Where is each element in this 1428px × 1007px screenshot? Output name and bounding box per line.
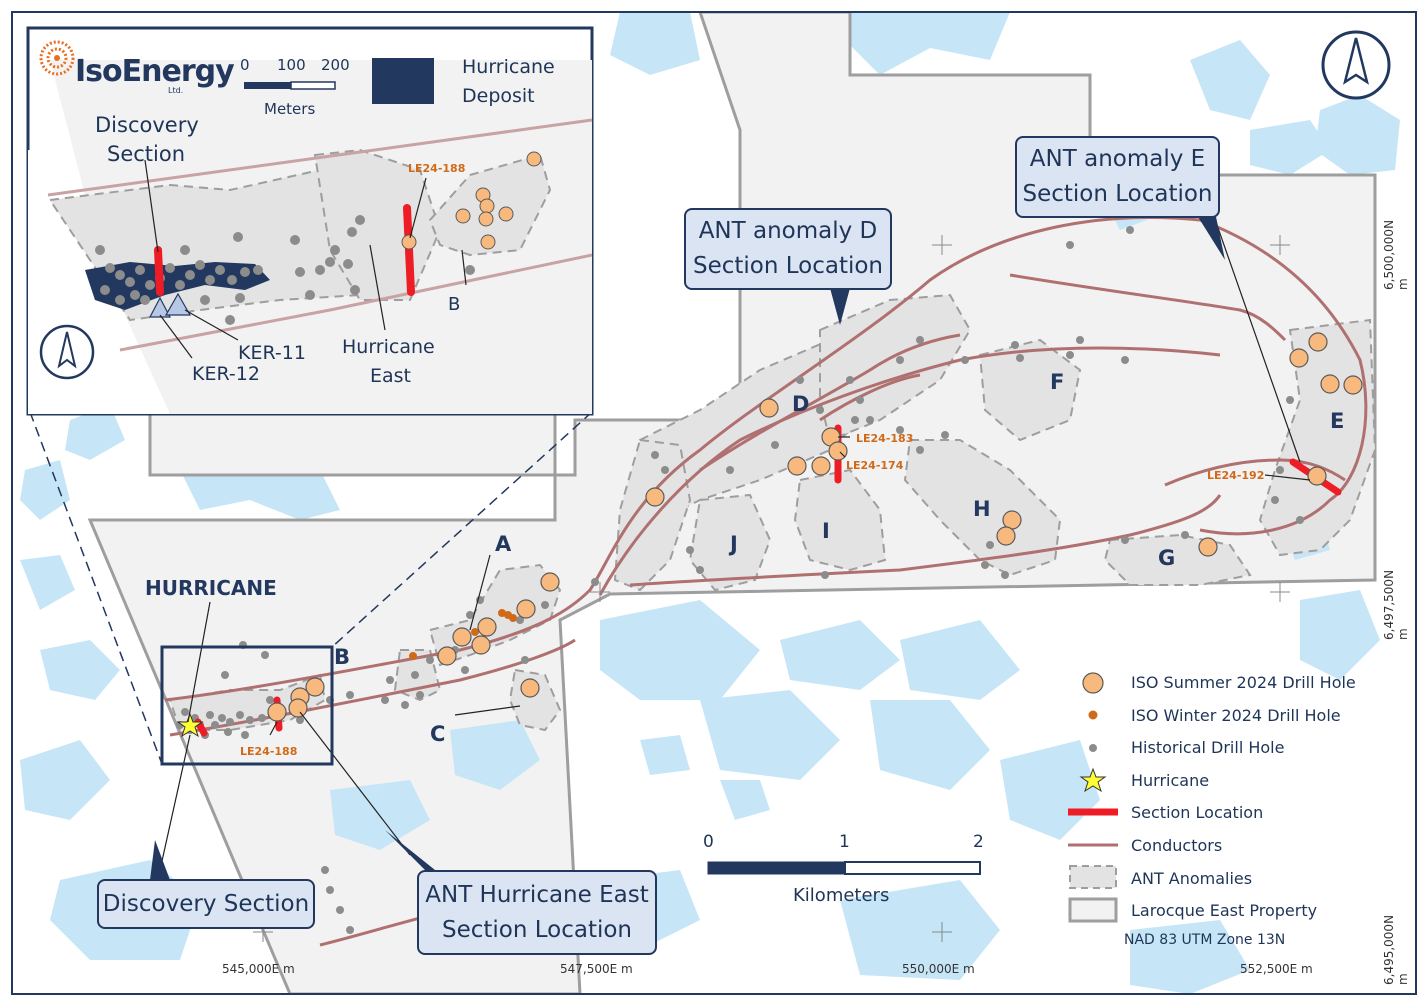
anomaly-e: E: [1330, 409, 1345, 433]
legend-summer: ISO Summer 2024 Drill Hole: [1131, 673, 1356, 692]
inset-hole-label: LE24-188: [408, 162, 466, 175]
anomaly-d: D: [792, 392, 810, 416]
inset-scale-unit: Meters: [264, 100, 316, 118]
inset-map: [26, 26, 594, 416]
easting-550000: 550,000E m: [902, 962, 975, 976]
ker11-label: KER-11: [238, 342, 306, 364]
scale-unit: Kilometers: [793, 885, 890, 906]
anomaly-b: B: [334, 645, 351, 669]
scale-tick-0: 0: [703, 832, 714, 852]
legend-conductors: Conductors: [1131, 836, 1223, 855]
callout-discovery: Discovery Section: [97, 879, 315, 929]
hole-le24-192: LE24-192: [1207, 469, 1265, 482]
inset-scale-tick-1: 100: [277, 56, 306, 74]
anomaly-j: J: [730, 532, 738, 556]
anomaly-c: C: [430, 722, 446, 746]
northing-6495000: 6,495,000N m: [1382, 914, 1410, 985]
anomaly-i: I: [822, 519, 830, 543]
inset-scale-tick-0: 0: [240, 56, 250, 74]
callout-pointers: [150, 212, 1225, 880]
ant-anomalies: [168, 293, 1377, 732]
anomaly-h: H: [973, 497, 991, 521]
discovery-label-1: Discovery: [95, 113, 199, 137]
easting-552500: 552,500E m: [1240, 962, 1313, 976]
legend-property: Larocque East Property: [1131, 901, 1318, 920]
easting-545000: 545,000E m: [222, 962, 295, 976]
legend-section: Section Location: [1131, 803, 1264, 822]
anomaly-g: G: [1158, 546, 1176, 570]
conductors: [164, 216, 1368, 947]
brand-name: IsoEnergy: [75, 54, 235, 89]
legend-symbols: [1068, 672, 1118, 923]
deposit-label-2: Deposit: [462, 85, 535, 107]
legend-anomalies: ANT Anomalies: [1131, 869, 1253, 888]
inset-b-label: B: [448, 294, 461, 315]
hurricane-label: HURRICANE: [145, 576, 277, 600]
hole-le24-183: LE24-183: [856, 432, 914, 445]
legend-historical: Historical Drill Hole: [1131, 738, 1285, 757]
scale-tick-1: 1: [839, 832, 850, 852]
hurricane-east-label-1: Hurricane: [342, 336, 435, 358]
northing-6500000: 6,500,000N m: [1382, 219, 1410, 290]
summer-drill-holes: [267, 332, 1363, 722]
inset-locator-box: [160, 645, 334, 766]
inset-north-arrow-icon: [39, 324, 95, 380]
map-frame: [11, 11, 1417, 995]
logo-mark-icon: [39, 40, 75, 76]
hole-le24-188: LE24-188: [240, 745, 298, 758]
legend-hurricane: Hurricane: [1131, 771, 1210, 790]
inset-scale-tick-2: 200: [321, 56, 350, 74]
scale-bar: [707, 861, 981, 875]
star-icon: [176, 712, 204, 738]
brand-sub: Ltd.: [168, 86, 184, 95]
legend-projection: NAD 83 UTM Zone 13N: [1124, 932, 1286, 948]
north-arrow-icon: [1321, 30, 1391, 100]
easting-547500: 547,500E m: [560, 962, 633, 976]
hole-le24-174: LE24-174: [846, 459, 904, 472]
anomaly-a: A: [495, 532, 512, 556]
scale-tick-2: 2: [973, 832, 984, 852]
anomaly-f: F: [1050, 370, 1065, 394]
deposit-label-1: Hurricane: [462, 56, 555, 78]
leader-lines: [159, 204, 1311, 871]
ker12-label: KER-12: [192, 363, 260, 385]
northing-6497500: 6,497,500N m: [1382, 569, 1410, 640]
legend-winter: ISO Winter 2024 Drill Hole: [1131, 706, 1341, 725]
hurricane-east-label-2: East: [370, 365, 411, 387]
discovery-label-2: Section: [107, 142, 186, 166]
